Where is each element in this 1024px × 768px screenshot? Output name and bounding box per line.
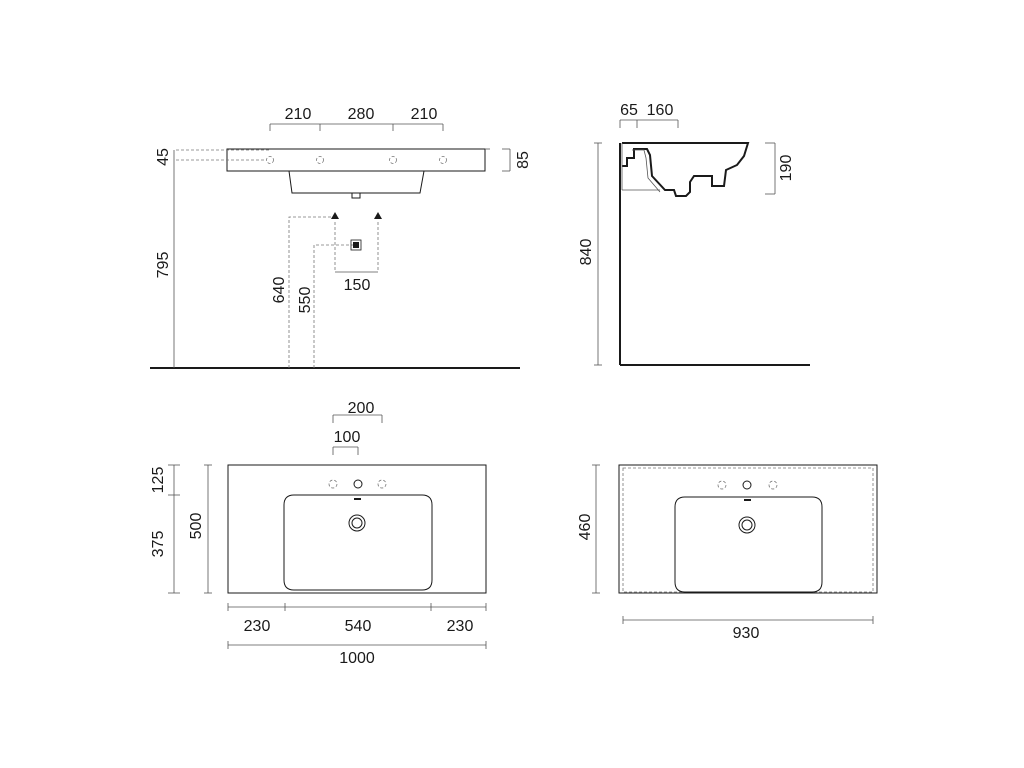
tap-hole — [328, 479, 338, 489]
dim-125: 125 — [150, 467, 167, 494]
drain-icon — [738, 516, 756, 534]
dim-85: 85 — [515, 151, 532, 169]
cabinet-view: 460 930 — [577, 464, 878, 642]
tap-hole — [742, 480, 752, 490]
dim-100: 100 — [334, 429, 361, 446]
dim-840: 840 — [578, 239, 595, 266]
dim-460: 460 — [577, 514, 594, 541]
dim-1000: 1000 — [339, 650, 375, 667]
dim-150: 150 — [344, 277, 371, 294]
basin-outline — [227, 464, 487, 594]
supply-valve-icon — [374, 212, 382, 219]
tap-holes — [266, 156, 447, 164]
dim-210-left: 210 — [285, 106, 312, 123]
bowl-outline — [674, 496, 823, 593]
dim-190: 190 — [778, 155, 795, 182]
tap-hole — [717, 480, 727, 490]
tap-hole — [377, 479, 387, 489]
dim-45: 45 — [155, 148, 172, 166]
dim-230-right: 230 — [447, 618, 474, 635]
drain-outlet — [351, 192, 361, 199]
side-view: 65 160 190 840 — [578, 102, 810, 366]
dim-500: 500 — [188, 513, 205, 540]
tap-hole — [353, 479, 363, 489]
dim-160: 160 — [647, 102, 674, 119]
dim-640: 640 — [271, 277, 288, 304]
top-view: 200 100 125 375 500 230 540 230 1000 — [150, 400, 487, 667]
cabinet-outline — [622, 467, 874, 593]
bowl-underside — [288, 170, 425, 194]
dim-540: 540 — [345, 618, 372, 635]
bowl-outline — [283, 494, 433, 591]
basin-outline — [618, 464, 878, 594]
front-view: 210 280 210 45 795 85 640 550 150 — [150, 106, 532, 369]
dim-230-left: 230 — [244, 618, 271, 635]
dim-930: 930 — [733, 625, 760, 642]
drain-icon — [353, 242, 359, 248]
dim-550: 550 — [297, 287, 314, 314]
basin-section — [622, 142, 750, 197]
dim-200: 200 — [348, 400, 375, 417]
drain-line-550 — [313, 244, 355, 368]
dim-65: 65 — [620, 102, 638, 119]
drain-icon — [348, 514, 366, 532]
supply-line-640 — [288, 216, 333, 368]
dim-375: 375 — [150, 531, 167, 558]
dim-280: 280 — [348, 106, 375, 123]
dim-210-right: 210 — [411, 106, 438, 123]
tap-hole — [768, 480, 778, 490]
dim-795: 795 — [155, 252, 172, 279]
supply-valve-icon — [331, 212, 339, 219]
